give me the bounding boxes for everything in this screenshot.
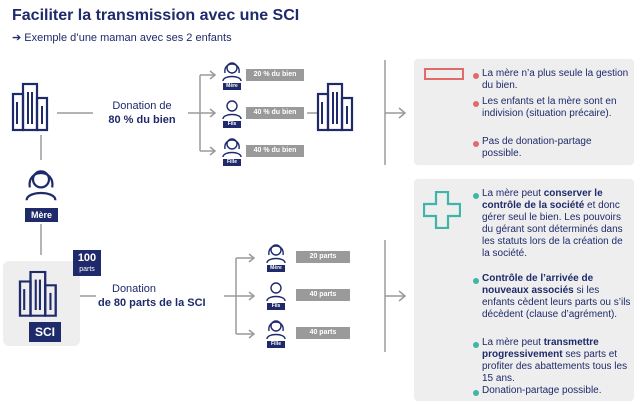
panel-sci-item-2-bold: Contrôle de l’arrivée de nouveaux associ…: [482, 273, 594, 296]
role-badge-fille-bottom: Fille: [267, 341, 285, 348]
panel-direct-donation: La mère n’a plus seule la gestion du bie…: [414, 59, 634, 165]
building-icon-left-top: [11, 82, 49, 132]
woman-icon-mere-top: [222, 62, 242, 82]
panel-sci-item-3-suffix: ses parts et profiter des abattements to…: [482, 349, 628, 384]
donation-label-top-line2: 80 % du bien: [108, 114, 176, 126]
parts-unit: parts: [79, 266, 95, 273]
building-icon-right-top: [316, 82, 354, 132]
mere-label: Mère: [25, 208, 58, 222]
panel-sci-item-1-prefix: La mère peut: [482, 188, 544, 199]
panel-sci-item-3-prefix: La mère peut: [482, 337, 544, 348]
parts-number: 100: [77, 252, 97, 264]
woman-icon-mere: [25, 170, 57, 202]
share-tag-mere-bottom: 20 parts: [296, 251, 350, 263]
donation-label-bottom: Donation de 80 parts de la SCI: [98, 282, 226, 310]
bullet-dot: [473, 193, 479, 199]
subtitle-text: Exemple d’une maman avec ses 2 enfants: [24, 32, 232, 44]
panel-sci-item-3: La mère peut transmettre progressivement…: [482, 337, 632, 385]
donation-label-top: Donation de 80 % du bien: [96, 99, 188, 127]
sci-label: SCI: [29, 322, 61, 342]
minus-icon: [424, 68, 464, 80]
woman-icon-mere-bottom: [266, 244, 286, 264]
bullet-dot: [473, 278, 479, 284]
share-tag-mere-top: 20 % du bien: [246, 69, 304, 81]
man-icon-fils-top: [222, 100, 242, 120]
role-badge-fille-top: Fille: [223, 159, 241, 166]
panel-direct-item-1: La mère n’a plus seule la gestion du bie…: [482, 68, 629, 91]
donation-label-bottom-line2: de 80 parts de la SCI: [98, 297, 206, 309]
page-title: Faciliter la transmission avec une SCI: [12, 7, 300, 24]
page-subtitle: ➔ Exemple d’une maman avec ses 2 enfants: [12, 32, 232, 44]
panel-sci-item-4: Donation-partage possible.: [482, 385, 632, 397]
panel-direct-item-2: Les enfants et la mère sont en indivisio…: [482, 96, 617, 119]
man-icon-fils-bottom: [266, 282, 286, 302]
woman-icon-fille-top: [222, 138, 242, 158]
panel-sci-item-1-suffix: et donc gérer seul le bien. Les pouvoirs…: [482, 200, 623, 259]
role-badge-fils-bottom: Fils: [267, 303, 285, 310]
donation-label-top-line1: Donation de: [112, 100, 172, 112]
panel-direct-item-3: Pas de donation-partage possible.: [482, 136, 592, 159]
bullet-dot: [473, 342, 479, 348]
share-tag-fille-bottom: 40 parts: [296, 327, 350, 339]
bullet-dot: [473, 73, 479, 79]
panel-sci-item-3-bold: transmettre progressivement: [482, 337, 599, 360]
bullet-dot: [473, 101, 479, 107]
panel-sci-item-2-suffix: si les enfants cèdent leurs parts ou s’i…: [482, 285, 631, 320]
bullet-dot: [473, 141, 479, 147]
woman-icon-fille-bottom: [266, 320, 286, 340]
parts-badge: 100 parts: [73, 250, 101, 276]
panel-sci: La mère peut conserver le contrôle de la…: [414, 179, 634, 401]
share-tag-fille-top: 40 % du bien: [246, 145, 304, 157]
donation-label-bottom-line1: Donation: [112, 283, 157, 295]
bullet-dot: [473, 390, 479, 396]
panel-sci-item-1: La mère peut conserver le contrôle de la…: [482, 188, 632, 260]
share-tag-fils-bottom: 40 parts: [296, 289, 350, 301]
role-badge-mere-bottom: Mère: [267, 265, 285, 272]
panel-sci-item-4-suffix: Donation-partage possible.: [482, 385, 602, 396]
share-tag-fils-top: 40 % du bien: [246, 107, 304, 119]
plus-icon: [423, 191, 461, 229]
panel-sci-item-2: Contrôle de l’arrivée de nouveaux associ…: [482, 273, 632, 321]
role-badge-fils-top: Fils: [223, 121, 241, 128]
panel-sci-item-1-bold: conserver le contrôle de la société: [482, 188, 603, 211]
role-badge-mere-top: Mère: [223, 83, 241, 90]
